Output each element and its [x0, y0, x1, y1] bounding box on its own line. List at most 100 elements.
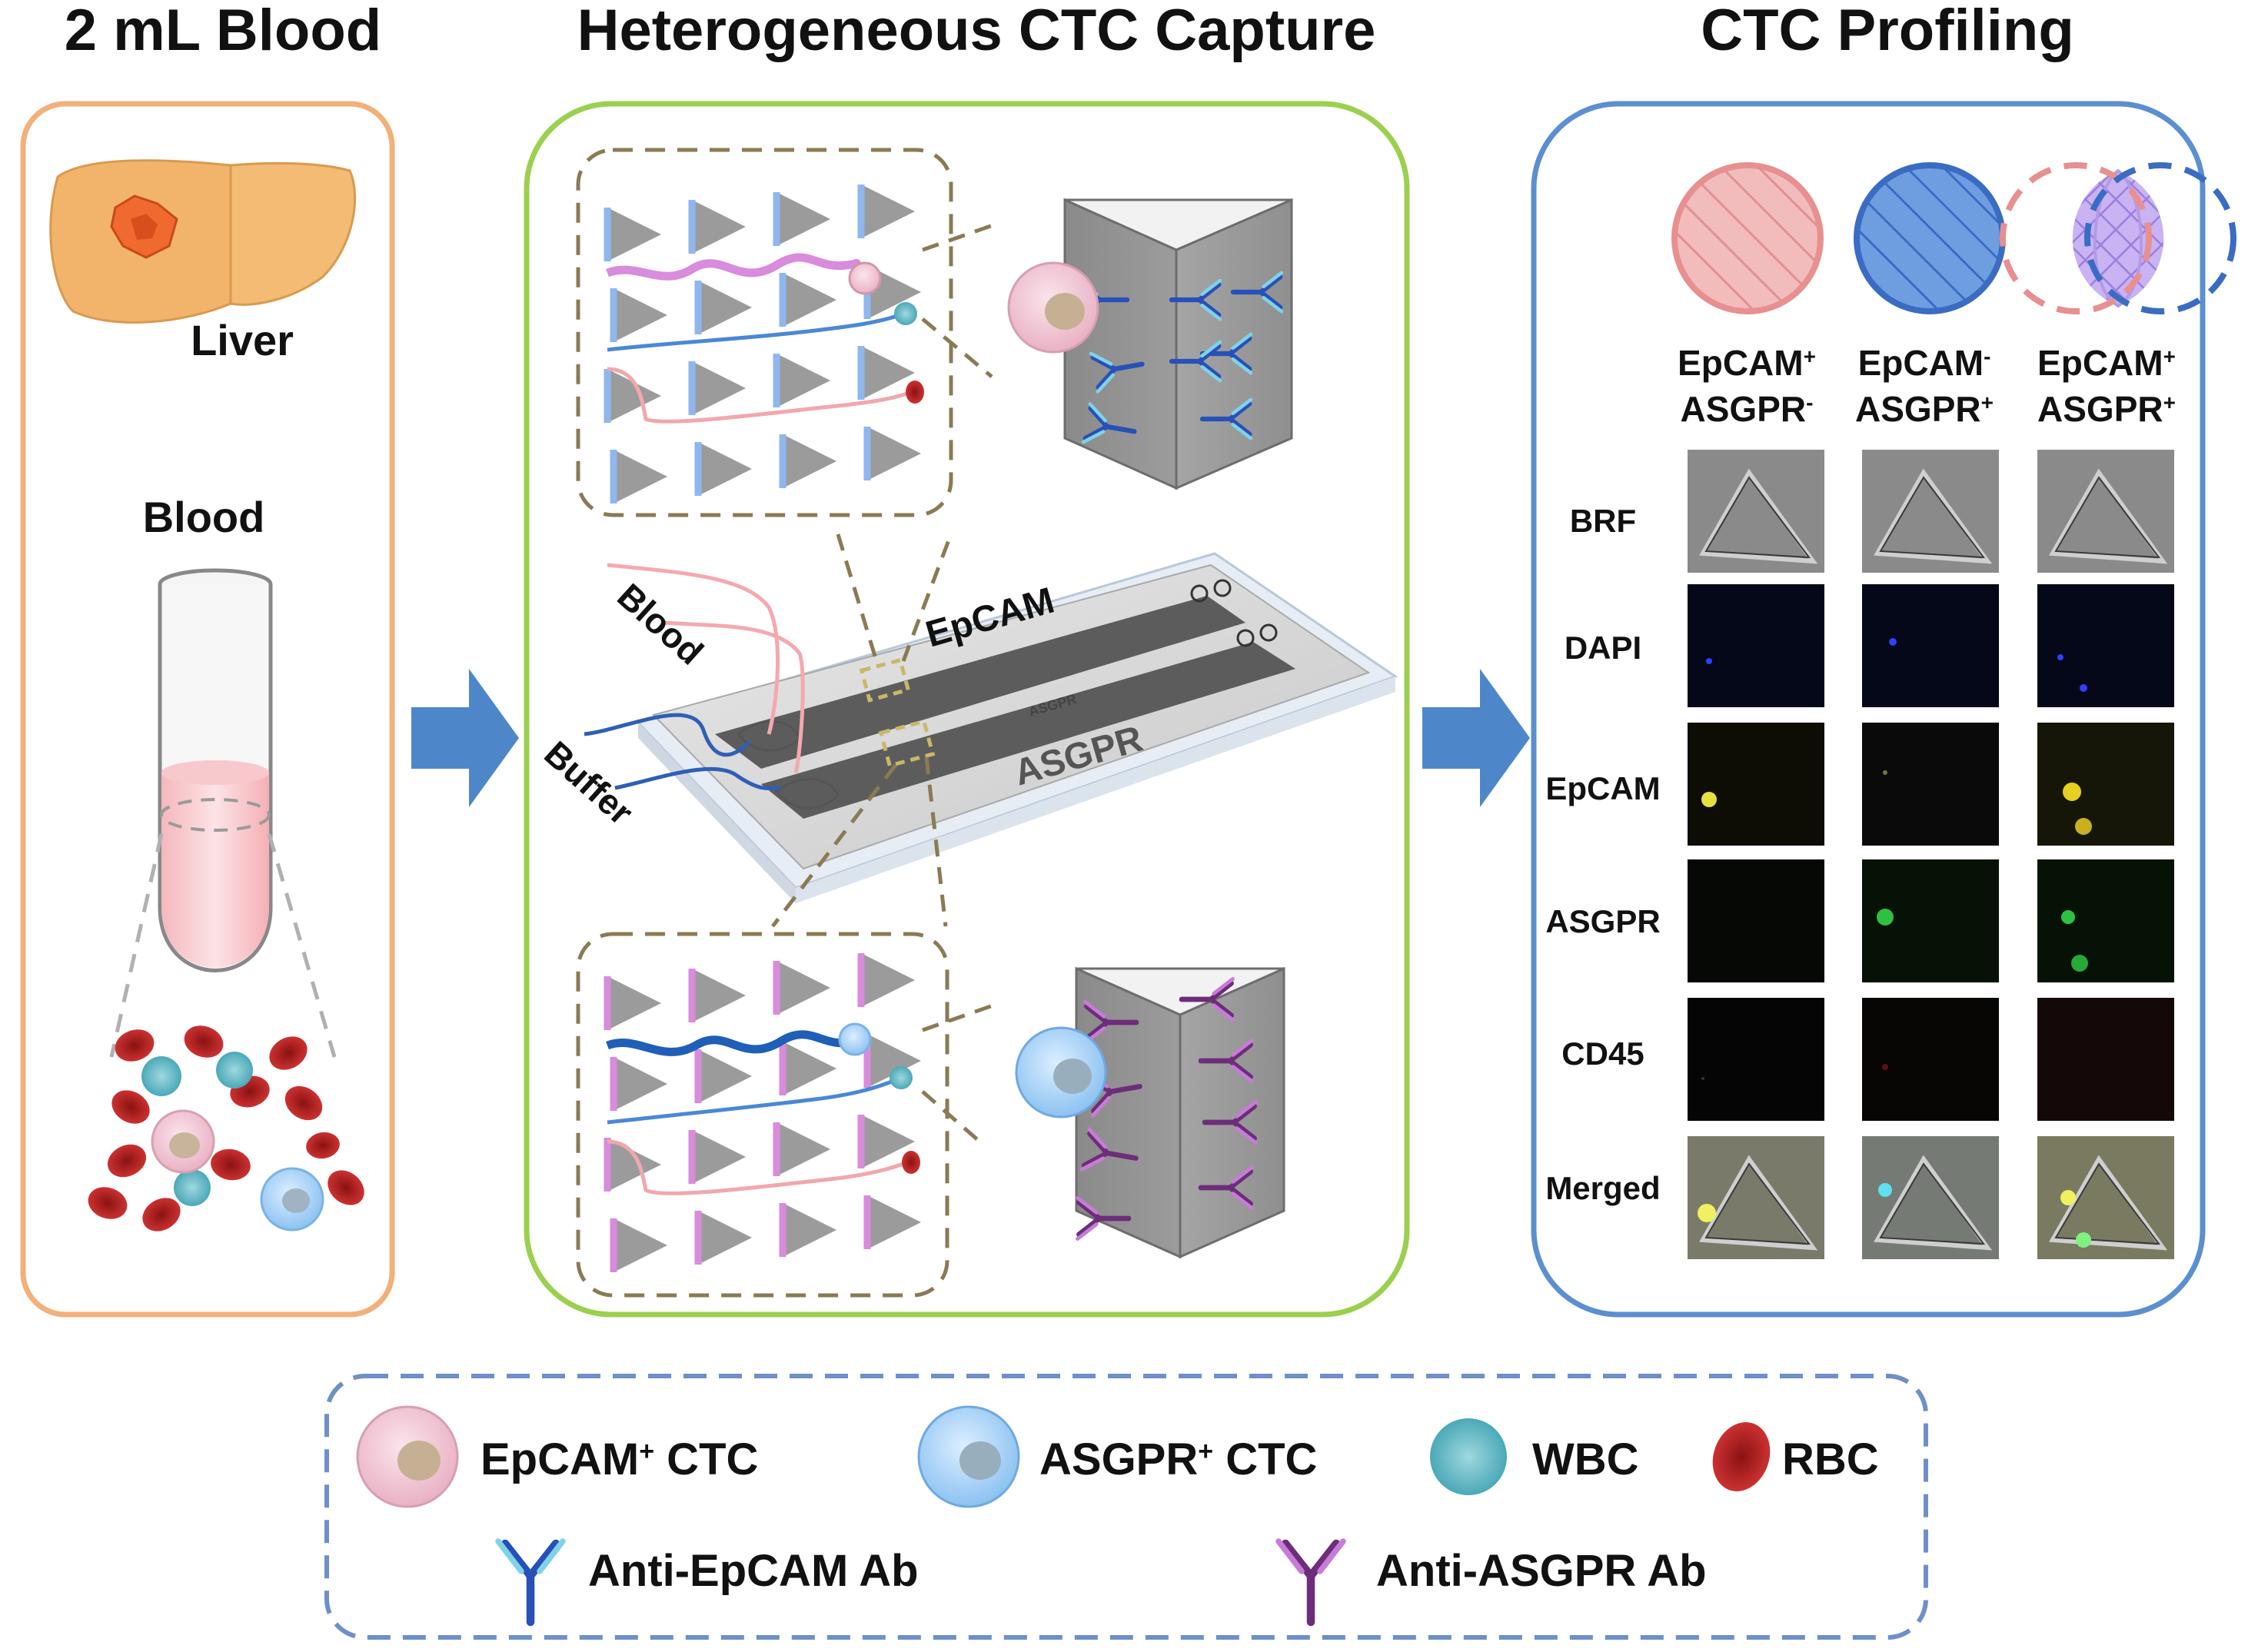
- fluorescent-cell-icon: [1706, 658, 1712, 664]
- epcam-positive-circle-icon: [1671, 162, 1824, 314]
- rbc-icon: [111, 1090, 150, 1124]
- blood-tube-icon: [109, 568, 337, 1058]
- svg-text:EpCAM+: EpCAM+: [1678, 343, 1816, 383]
- legend-epcam-ctc-label: EpCAM+ CTC: [481, 1434, 758, 1484]
- ctc-streamline-epcam: [606, 253, 863, 281]
- title-right: CTC Profiling: [1701, 0, 2074, 63]
- rbc-streamline: [607, 1139, 908, 1195]
- legend-anti-asgpr-label: Anti-ASGPR Ab: [1376, 1546, 1707, 1596]
- column-header-3: EpCAM+ ASGPR+: [2037, 343, 2176, 429]
- anti-asgpr-ab-array: [1076, 977, 1258, 1241]
- pillar-icon: [783, 1042, 836, 1095]
- pillar-icon: [861, 184, 915, 238]
- col1-line1: EpCAM: [1678, 343, 1804, 383]
- rbc-icon: [88, 1187, 128, 1219]
- anti-epcam-ab-array: [1076, 271, 1284, 444]
- pillar-icon: [698, 281, 752, 334]
- col1-sup1: +: [1804, 344, 1816, 368]
- rbc-icon: [184, 1025, 224, 1058]
- col2-sup1: -: [1984, 344, 1990, 368]
- pillar-icon: [692, 200, 746, 254]
- microscopy-image: [1688, 723, 1824, 846]
- col2-line2: ASGPR: [1855, 389, 1981, 429]
- pillar-icon: [607, 208, 661, 261]
- microscopy-image: [1862, 723, 1999, 846]
- anti-asgpr-ab-icon: [1202, 1100, 1258, 1145]
- wbc-streamline: [607, 1078, 896, 1125]
- col3-sup1: +: [2163, 344, 2176, 368]
- liver-label: Liver: [191, 316, 294, 364]
- pillar-icon: [861, 346, 915, 400]
- microscopy-image: [1862, 859, 1999, 982]
- pillar-icon: [607, 976, 661, 1030]
- rbc-icon: [906, 381, 924, 404]
- bottom-pillar-array: [604, 953, 921, 1272]
- legend-anti-epcam-ab-icon: [495, 1538, 566, 1627]
- column-header-2: EpCAM- ASGPR+: [1855, 343, 1994, 429]
- anti-epcam-ab-icon: [1199, 332, 1253, 375]
- pillar-icon: [776, 192, 830, 246]
- svg-text:EpCAM+: EpCAM+: [2037, 343, 2176, 383]
- fluorescent-cell-icon: [1882, 1064, 1888, 1070]
- anti-epcam-ab-icon: [1169, 340, 1222, 383]
- wbc-icon: [216, 1052, 253, 1089]
- legend-anti-asgpr-ab-icon: [1275, 1538, 1346, 1627]
- microscopy-image: [2037, 723, 2174, 846]
- row-label-epcam: EpCAM: [1545, 770, 1660, 806]
- microscopy-image: [1688, 859, 1824, 982]
- pillar-icon: [692, 361, 746, 415]
- fluorescent-cell-icon: [2076, 1232, 2091, 1248]
- legend-wbc-label: WBC: [1532, 1434, 1639, 1484]
- pillar-icon: [776, 961, 830, 1015]
- microscopy-image: [1688, 998, 1824, 1121]
- anti-asgpr-ab-icon: [1079, 1127, 1139, 1172]
- pillar-icon: [614, 1218, 667, 1272]
- fluorescent-cell-icon: [1698, 1204, 1716, 1222]
- microscopy-image: [1862, 450, 1999, 573]
- pillar-icon: [867, 1195, 921, 1249]
- asgpr-positive-circle-icon: [1854, 162, 2006, 314]
- legend-rbc-label: RBC: [1782, 1434, 1879, 1484]
- microscopy-image: [2037, 450, 2174, 573]
- microscopy-grid: [1688, 450, 2174, 1259]
- rbc-icon: [328, 1170, 364, 1205]
- pillar-icon: [692, 969, 746, 1022]
- anti-epcam-ab-icon: [1089, 351, 1145, 394]
- column-header-1: EpCAM+ ASGPR-: [1678, 343, 1816, 429]
- blood-cells-cluster: [88, 1025, 364, 1232]
- rbc-icon: [306, 1132, 340, 1159]
- fluorescent-cell-icon: [2071, 955, 2088, 972]
- pillar-icon: [614, 288, 667, 342]
- pillar-icon: [867, 1034, 921, 1088]
- row-label-cd45: CD45: [1561, 1035, 1644, 1072]
- rbc-icon: [902, 1151, 920, 1174]
- col1-line2: ASGPR: [1681, 389, 1807, 429]
- prism-epcam: [1063, 198, 1293, 490]
- microscopy-image: [1688, 450, 1824, 573]
- svg-text:ASGPR+: ASGPR+: [1855, 389, 1994, 429]
- asgpr-ctc-icon: [838, 1022, 872, 1056]
- microscopy-image: [1862, 998, 1999, 1121]
- fluorescent-cell-icon: [1701, 792, 1717, 807]
- rbc-icon: [269, 1036, 308, 1070]
- rbc-icon: [142, 1198, 181, 1232]
- title-left: 2 mL Blood: [65, 0, 381, 63]
- pillar-icon: [698, 1211, 752, 1265]
- rbc-icon: [211, 1148, 251, 1181]
- rbc-icon: [284, 1085, 323, 1121]
- legend-anti-epcam-label: Anti-EpCAM Ab: [588, 1546, 919, 1596]
- pillar-icon: [867, 427, 921, 480]
- epcam-ctc-icon: [848, 261, 882, 295]
- pillar-icon: [607, 369, 661, 423]
- row-label-brf: BRF: [1570, 503, 1636, 539]
- microscopy-image: [1862, 584, 1999, 707]
- legend-rbc-icon: [1712, 1422, 1771, 1491]
- col2-sup2: +: [1981, 391, 1994, 414]
- anti-epcam-ab-icon: [1081, 402, 1137, 444]
- pillar-icon: [861, 1115, 915, 1168]
- anti-epcam-ab-icon: [1230, 271, 1284, 314]
- anti-asgpr-ab-icon: [1076, 1196, 1132, 1241]
- arrow-left-to-middle: [411, 669, 519, 807]
- rbc-icon: [107, 1144, 147, 1178]
